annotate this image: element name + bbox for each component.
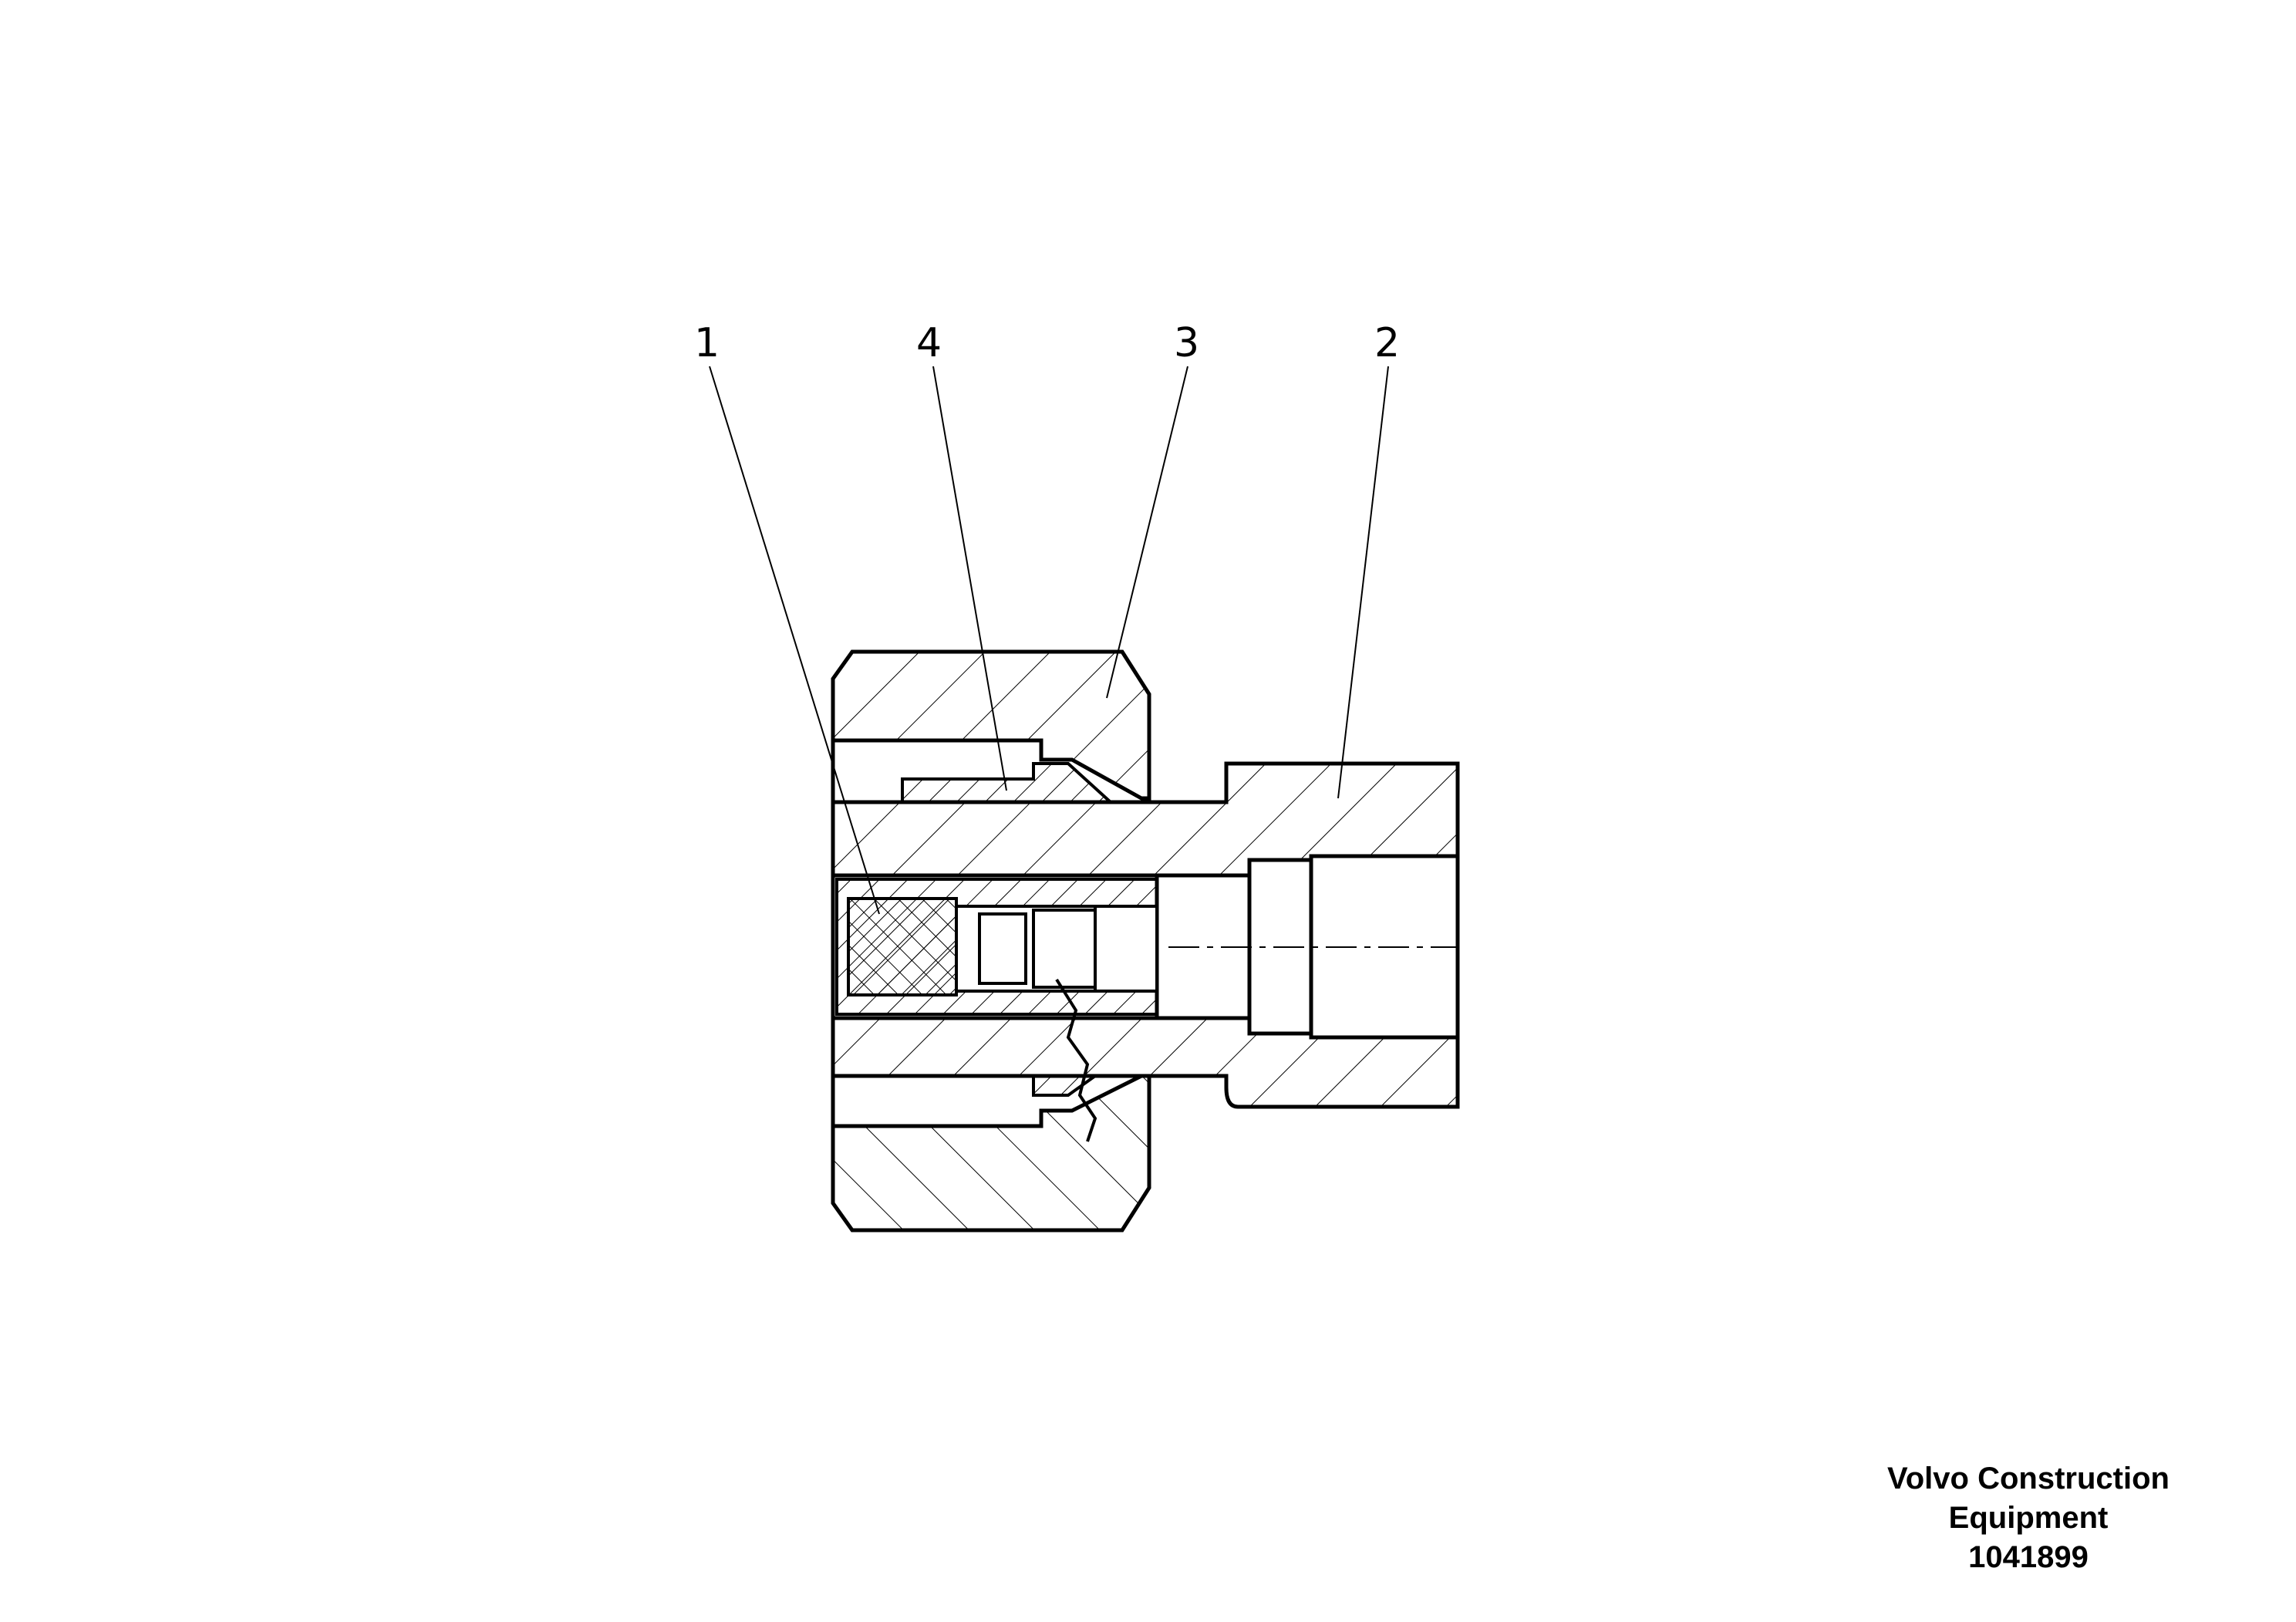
caption-drawing-number: 1041899 xyxy=(1968,1540,2089,1574)
part-1-insert xyxy=(835,878,1158,1016)
leader-1 xyxy=(709,366,880,915)
leader-3 xyxy=(1106,366,1188,699)
callout-leaders xyxy=(709,366,1389,915)
leader-4 xyxy=(932,366,1007,791)
break-line xyxy=(1055,978,1097,1142)
callout-label-4: 4 xyxy=(916,320,942,366)
callout-label-2: 2 xyxy=(1374,320,1400,366)
caption-division: Equipment xyxy=(1948,1501,2109,1535)
part-3-nut xyxy=(831,649,1151,1233)
leader-2 xyxy=(1337,366,1389,799)
caption-company: Volvo Construction xyxy=(1887,1462,2170,1496)
callout-label-1: 1 xyxy=(694,320,720,366)
callout-label-3: 3 xyxy=(1174,320,1199,366)
caption-block: Volvo Construction Equipment 1041899 xyxy=(1797,1459,2260,1577)
